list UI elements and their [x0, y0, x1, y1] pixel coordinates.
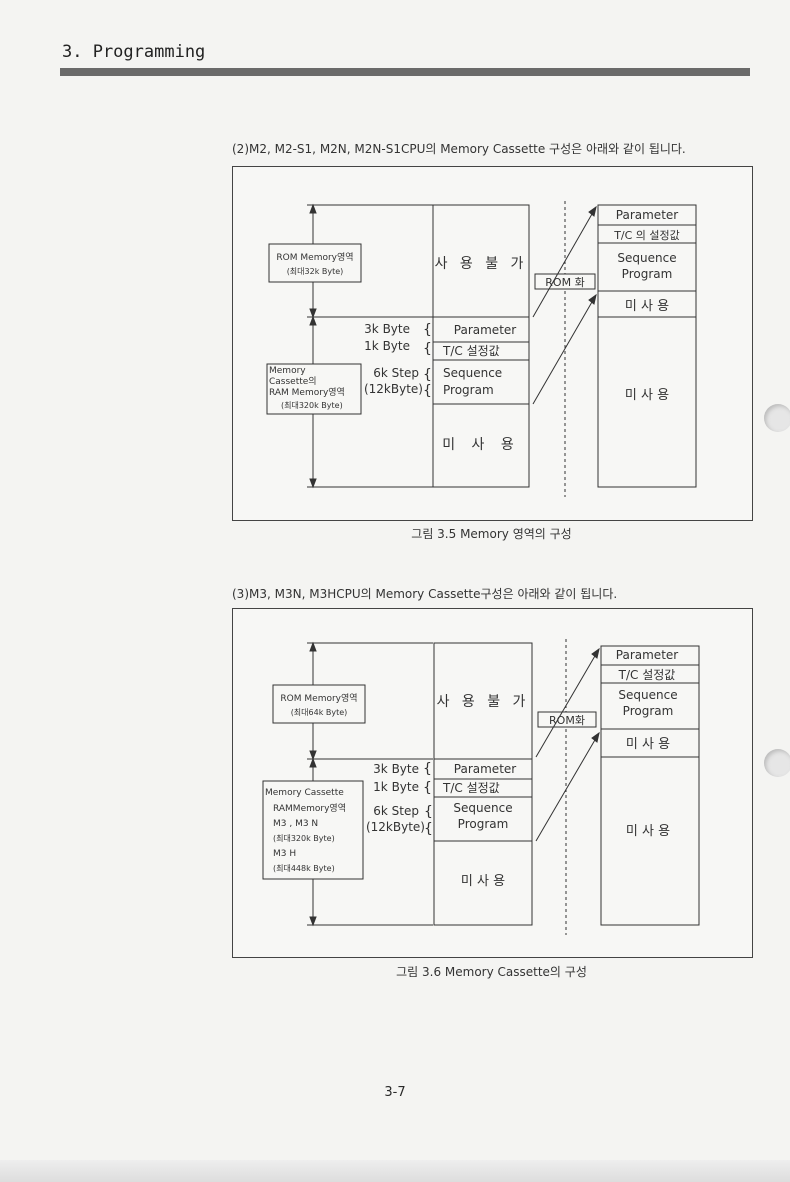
- rom-area-label: ROM Memory영역: [280, 693, 357, 704]
- svg-text:{: {: [423, 367, 432, 383]
- right-tc-setting: T/C 설정값: [618, 668, 676, 682]
- svg-text:{: {: [423, 780, 432, 796]
- rom-tag: ROM화: [549, 714, 585, 727]
- right-unused-1: 미 사 용: [626, 737, 670, 752]
- unusable-label: 사 용 불 가: [437, 694, 530, 710]
- rom-area-label: ROM Memory영역: [276, 252, 353, 263]
- size-12kbyte: (12kByte): [366, 820, 425, 834]
- rom-tag-box: [537, 711, 597, 728]
- right-sequence: Sequence: [617, 251, 676, 265]
- left-sequence: Sequence: [453, 801, 512, 815]
- left-parameter: Parameter: [454, 323, 516, 337]
- punch-hole-top: [764, 404, 790, 432]
- figure-3-6: {{ {{ ROM Memory영역 (최대64k Byte) Memory C…: [232, 608, 753, 958]
- figure-3-6-diagram: {{ {{ ROM Memory영역 (최대64k Byte) Memory C…: [262, 639, 700, 935]
- size-6k-step: 6k Step: [373, 366, 419, 380]
- page-number: 3-7: [384, 1085, 406, 1100]
- section-title: 3. Programming: [62, 42, 206, 62]
- right-unused-1: 미 사 용: [625, 299, 669, 314]
- figure-3-5-diagram: {{ {{ ROM Memory영역 (최대32k Byte) Memory C…: [266, 201, 697, 497]
- right-parameter: Parameter: [616, 648, 678, 662]
- right-program: Program: [622, 267, 673, 281]
- ram-area-label-box: [266, 363, 362, 415]
- right-unused-2: 미 사 용: [625, 388, 669, 403]
- size-12kbyte: (12kByte): [364, 382, 423, 396]
- left-program: Program: [443, 383, 494, 397]
- svg-text:{: {: [424, 821, 433, 837]
- ram-area-label-box: [262, 780, 364, 880]
- scan-edge: [0, 1160, 790, 1182]
- left-tc-setting: T/C 설정값: [442, 344, 500, 358]
- svg-text:{: {: [424, 804, 433, 820]
- size-3k: 3k Byte: [364, 322, 410, 336]
- figure-3-5: {{ {{ ROM Memory영역 (최대32k Byte) Memory C…: [232, 166, 753, 521]
- size-1k: 1k Byte: [364, 339, 410, 353]
- rom-area-size: (최대64k Byte): [291, 707, 348, 717]
- punch-hole-bottom: [764, 749, 790, 777]
- left-parameter: Parameter: [454, 762, 516, 776]
- mapping-arrow-bottom: [532, 294, 597, 405]
- svg-text:{: {: [423, 341, 432, 357]
- unusable-label: 사 용 불 가: [435, 256, 528, 272]
- svg-text:{: {: [423, 322, 432, 338]
- left-tc-setting: T/C 설정값: [442, 781, 500, 795]
- left-unused: 미 사 용: [461, 874, 505, 889]
- right-program: Program: [623, 704, 674, 718]
- size-6k-step: 6k Step: [373, 804, 419, 818]
- paragraph-m3: (3)M3, M3N, M3HCPU의 Memory Cassette구성은 아…: [232, 587, 618, 601]
- memory-column-right: [600, 645, 700, 926]
- memory-column-right: [597, 204, 697, 488]
- svg-text:{: {: [423, 383, 432, 399]
- paragraph-m2: (2)M2, M2-S1, M2N, M2N-S1CPU의 Memory Cas…: [232, 142, 686, 156]
- ram-label-line2: RAMMemory영역: [273, 803, 346, 814]
- rom-area-size: (최대32k Byte): [287, 266, 344, 276]
- ram-label-line5: M3 H: [273, 849, 296, 859]
- mapping-arrow-top: [535, 648, 600, 758]
- size-1k: 1k Byte: [373, 780, 419, 794]
- right-sequence: Sequence: [618, 688, 677, 702]
- ram-label-line3: M3 , M3 N: [273, 819, 318, 829]
- ram-label-line4: (최대320k Byte): [281, 400, 343, 410]
- ram-label-line2: Cassette의: [269, 376, 317, 387]
- size-3k: 3k Byte: [373, 762, 419, 776]
- rom-area-label-box: [272, 684, 366, 724]
- right-tc-setting: T/C 의 설정값: [613, 229, 680, 242]
- left-program: Program: [458, 817, 509, 831]
- figure-3-6-caption: 그림 3.6 Memory Cassette의 구성: [396, 965, 587, 979]
- ram-label-line6: (최대448k Byte): [273, 863, 335, 873]
- ram-label-line1: Memory: [269, 366, 306, 376]
- left-unused: 미 사 용: [442, 437, 520, 453]
- figure-3-5-caption: 그림 3.5 Memory 영역의 구성: [411, 527, 572, 541]
- rom-area-label-box: [268, 243, 362, 283]
- memory-column-left: [432, 204, 530, 488]
- ram-label-line1: Memory Cassette: [265, 788, 344, 798]
- mapping-arrow-bottom: [535, 732, 600, 842]
- left-sequence: Sequence: [443, 366, 502, 380]
- ram-label-line4: (최대320k Byte): [273, 833, 335, 843]
- rom-tag: ROM 화: [545, 276, 584, 289]
- svg-text:{: {: [423, 761, 432, 777]
- rom-tag-box: [534, 273, 596, 290]
- ram-label-line3: RAM Memory영역: [269, 387, 345, 398]
- right-parameter: Parameter: [616, 208, 678, 222]
- memory-column-left: [433, 642, 533, 926]
- mapping-arrow-top: [532, 206, 597, 318]
- header-rule: [60, 68, 750, 76]
- right-unused-2: 미 사 용: [626, 824, 670, 839]
